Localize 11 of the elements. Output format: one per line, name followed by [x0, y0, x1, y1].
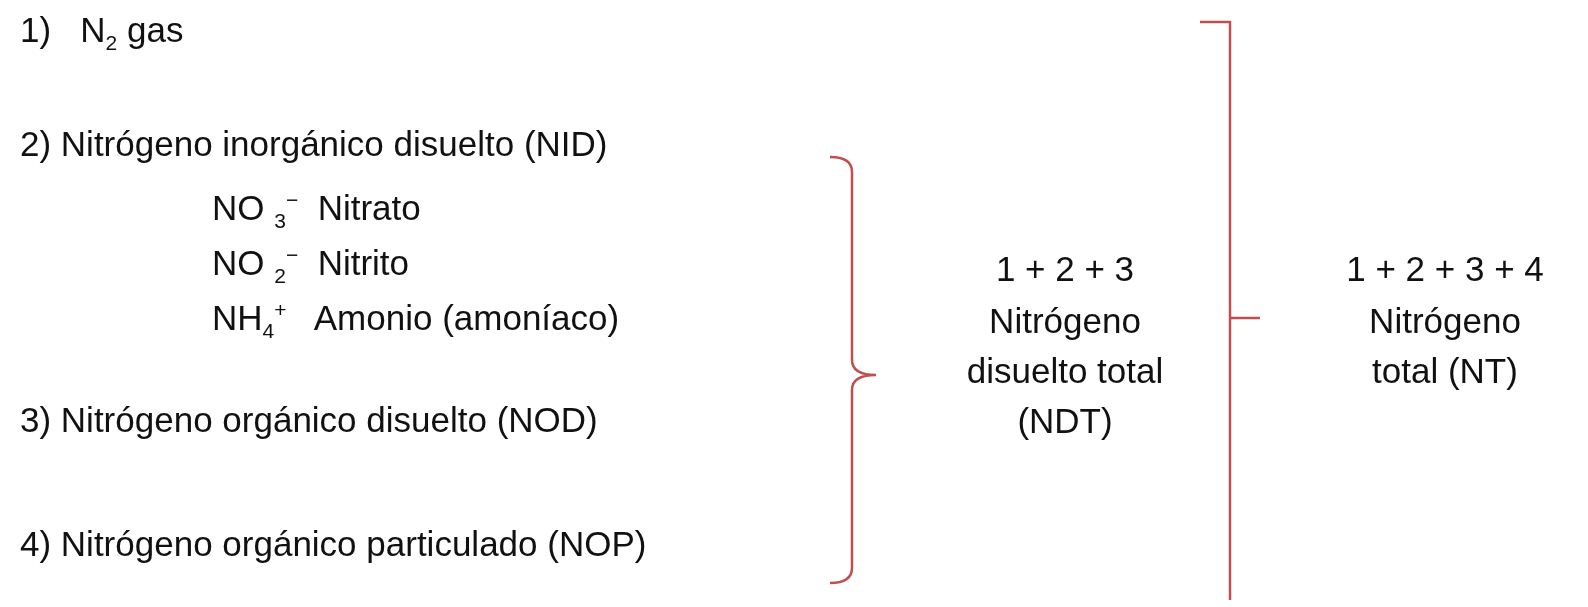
- sum-formula: 1 + 2 + 3 + 4: [1345, 248, 1545, 290]
- group-name: Nitrógeno disuelto total (NDT): [965, 300, 1165, 442]
- list-item: 1) N$_{2}$ gas: [20, 9, 184, 56]
- sub-item: NO $_{2}$$^{−}$ Nitrito: [212, 241, 410, 289]
- list-item: 2) Nitrógeno inorgánico disuelto (NID): [20, 123, 608, 165]
- sub-item: NO $_{3}$$^{−}$ Nitrato: [212, 186, 421, 234]
- group-name: Nitrógeno total (NT): [1368, 300, 1522, 392]
- sub-item: NH$_{4}$$^{+}$ Amonio (amoníaco): [212, 296, 620, 344]
- sum-formula: 1 + 2 + 3: [994, 248, 1136, 290]
- list-item: 3) Nitrógeno orgánico disuelto (NOD): [20, 399, 598, 441]
- list-item: 4) Nitrógeno orgánico particulado (NOP): [20, 523, 647, 565]
